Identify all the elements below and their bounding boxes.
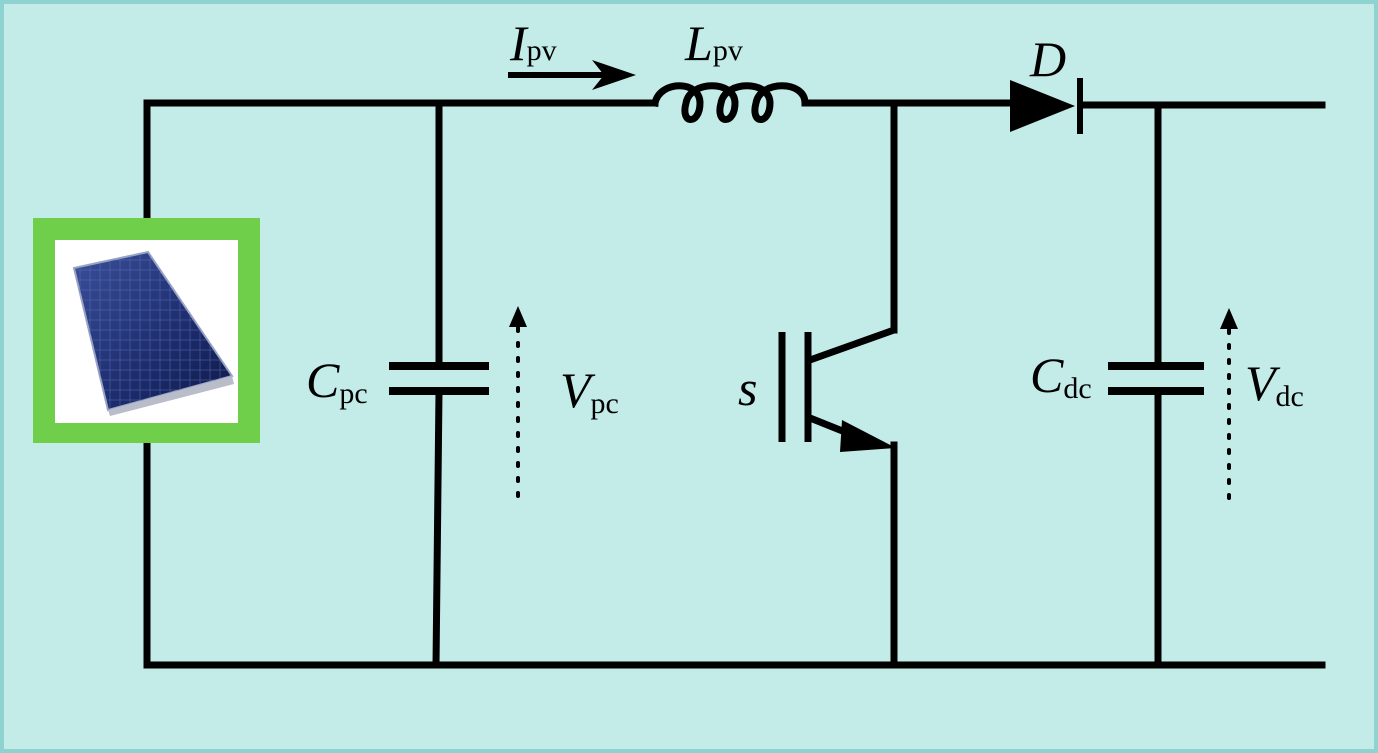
voltage-arrow-pc xyxy=(509,306,527,500)
label-volt-dc: Vdc xyxy=(1245,355,1304,413)
inductor-coil xyxy=(650,82,809,123)
label-cap-dc-main: C xyxy=(1030,347,1064,403)
label-inductor: Lpv xyxy=(684,15,743,71)
cpc-wire-bottom xyxy=(432,388,443,669)
label-current-sub: pv xyxy=(527,34,557,67)
label-inductor-main: L xyxy=(684,15,713,71)
label-diode: D xyxy=(1029,31,1066,87)
label-volt-pv-sub: pc xyxy=(591,387,619,420)
switch-transistor xyxy=(778,326,896,452)
label-cap-dc-sub: dc xyxy=(1063,372,1091,405)
diode-symbol xyxy=(1010,78,1083,134)
label-volt-dc-sub: dc xyxy=(1276,380,1304,413)
solar-panel xyxy=(33,218,260,443)
capacitor-cpc xyxy=(389,362,489,395)
voltage-arrow-dc xyxy=(1220,308,1238,502)
label-switch: s xyxy=(738,360,757,416)
label-volt-pv: Vpc xyxy=(560,362,619,420)
label-current-main: I xyxy=(509,15,529,71)
wires xyxy=(143,99,1326,669)
label-cap-pv: Cpc xyxy=(306,352,368,410)
label-cap-pv-main: C xyxy=(306,352,340,408)
label-volt-pv-main: V xyxy=(560,362,596,418)
current-arrow xyxy=(508,60,636,90)
label-volt-dc-main: V xyxy=(1245,355,1281,411)
label-current: Ipv xyxy=(509,15,557,71)
label-cap-dc: Cdc xyxy=(1030,347,1092,405)
label-cap-pv-sub: pc xyxy=(339,377,367,410)
capacitor-cdc xyxy=(1108,362,1204,395)
label-inductor-sub: pv xyxy=(713,34,743,67)
